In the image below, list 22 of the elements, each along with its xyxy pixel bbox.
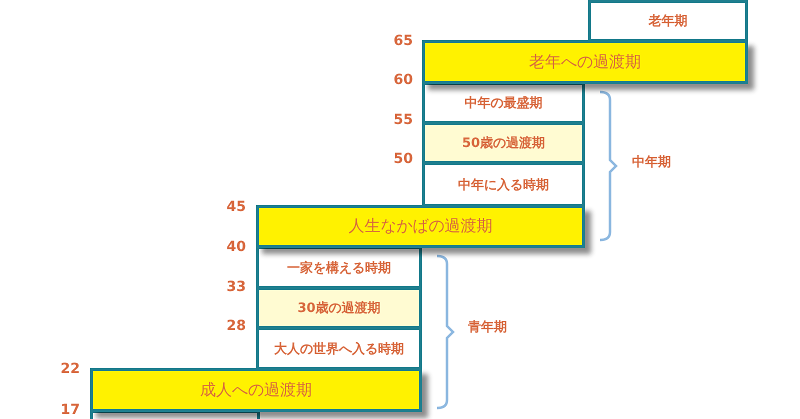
- group-label: 中年期: [632, 154, 671, 171]
- age-number: 22: [60, 361, 80, 377]
- stage-box: 老年期: [588, 0, 748, 42]
- stage-box: 一家を構える時期: [256, 246, 422, 289]
- stage-box: 中年の最盛期: [422, 82, 585, 124]
- age-number: 65: [394, 33, 413, 49]
- age-number: 40: [226, 239, 246, 255]
- stage-box: 50歳の過渡期: [422, 122, 585, 164]
- age-number: 17: [60, 402, 80, 418]
- stage-box: 中年に入る時期: [422, 162, 585, 207]
- age-number: 45: [226, 199, 246, 215]
- age-number: 50: [394, 151, 413, 167]
- stage-box: 大人の世界へ入る時期: [256, 327, 422, 370]
- stage-box: 30歳の過渡期: [256, 287, 422, 329]
- age-number: 33: [226, 279, 246, 295]
- age-number: 55: [394, 112, 413, 128]
- age-number: 28: [226, 318, 246, 334]
- transition-bar: 人生なかばの過渡期: [256, 205, 585, 248]
- group-label: 青年期: [468, 319, 507, 336]
- transition-bar: 成人への過渡期: [90, 368, 422, 412]
- age-number: 60: [394, 72, 413, 88]
- transition-bar: 老年への過渡期: [422, 40, 748, 84]
